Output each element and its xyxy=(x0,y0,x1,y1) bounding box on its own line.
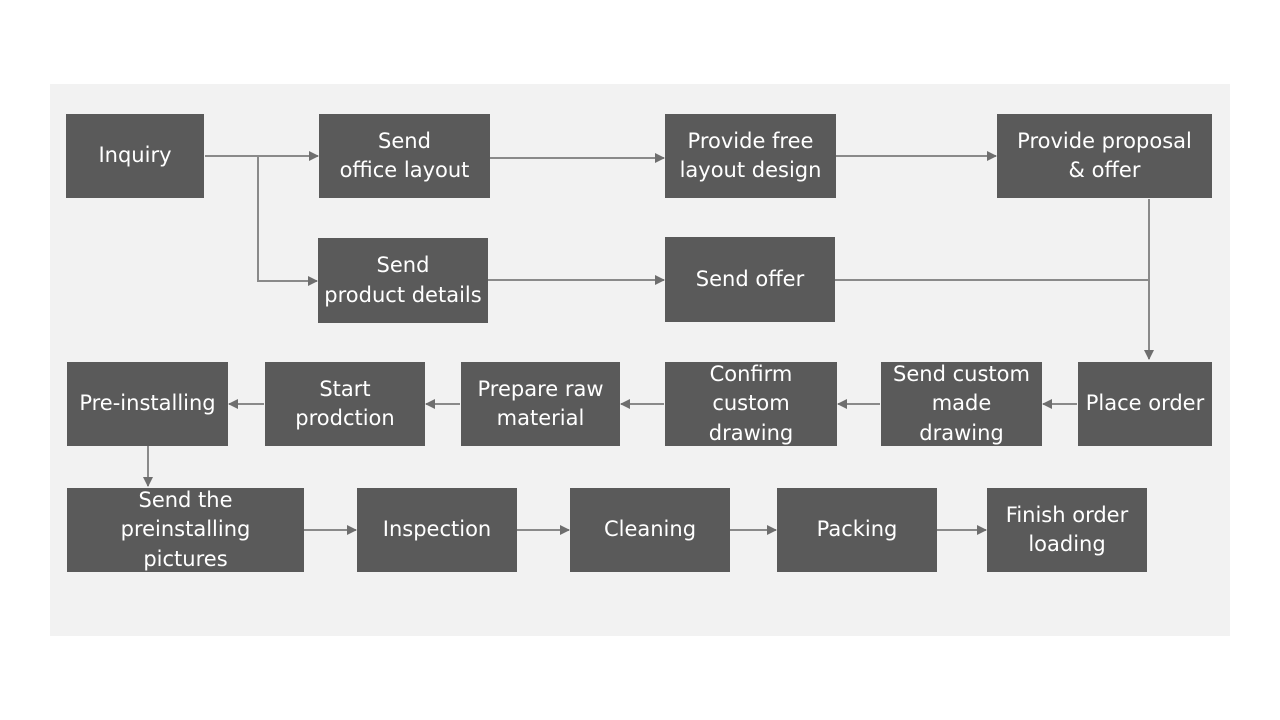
node-pre-installing: Pre-installing xyxy=(67,362,228,446)
node-inspection: Inspection xyxy=(357,488,517,572)
node-start-production: Start prodction xyxy=(265,362,425,446)
node-send-office-layout: Send office layout xyxy=(319,114,490,198)
node-cleaning: Cleaning xyxy=(570,488,730,572)
node-packing: Packing xyxy=(777,488,937,572)
node-place-order: Place order xyxy=(1078,362,1212,446)
node-inquiry: Inquiry xyxy=(66,114,204,198)
node-prepare-raw-material: Prepare raw material xyxy=(461,362,620,446)
node-finish-order-loading: Finish order loading xyxy=(987,488,1147,572)
node-send-custom-made-drawing: Send custom made drawing xyxy=(881,362,1042,446)
edge-inquiry-product-details xyxy=(257,156,318,286)
node-confirm-custom-drawing: Confirm custom drawing xyxy=(665,362,837,446)
node-provide-free-layout-design: Provide free layout design xyxy=(665,114,836,198)
node-provide-proposal-offer: Provide proposal & offer xyxy=(997,114,1212,198)
node-send-product-details: Send product details xyxy=(318,238,488,323)
node-send-preinstalling-pictures: Send the preinstalling pictures xyxy=(67,488,304,572)
node-send-offer: Send offer xyxy=(665,237,835,322)
